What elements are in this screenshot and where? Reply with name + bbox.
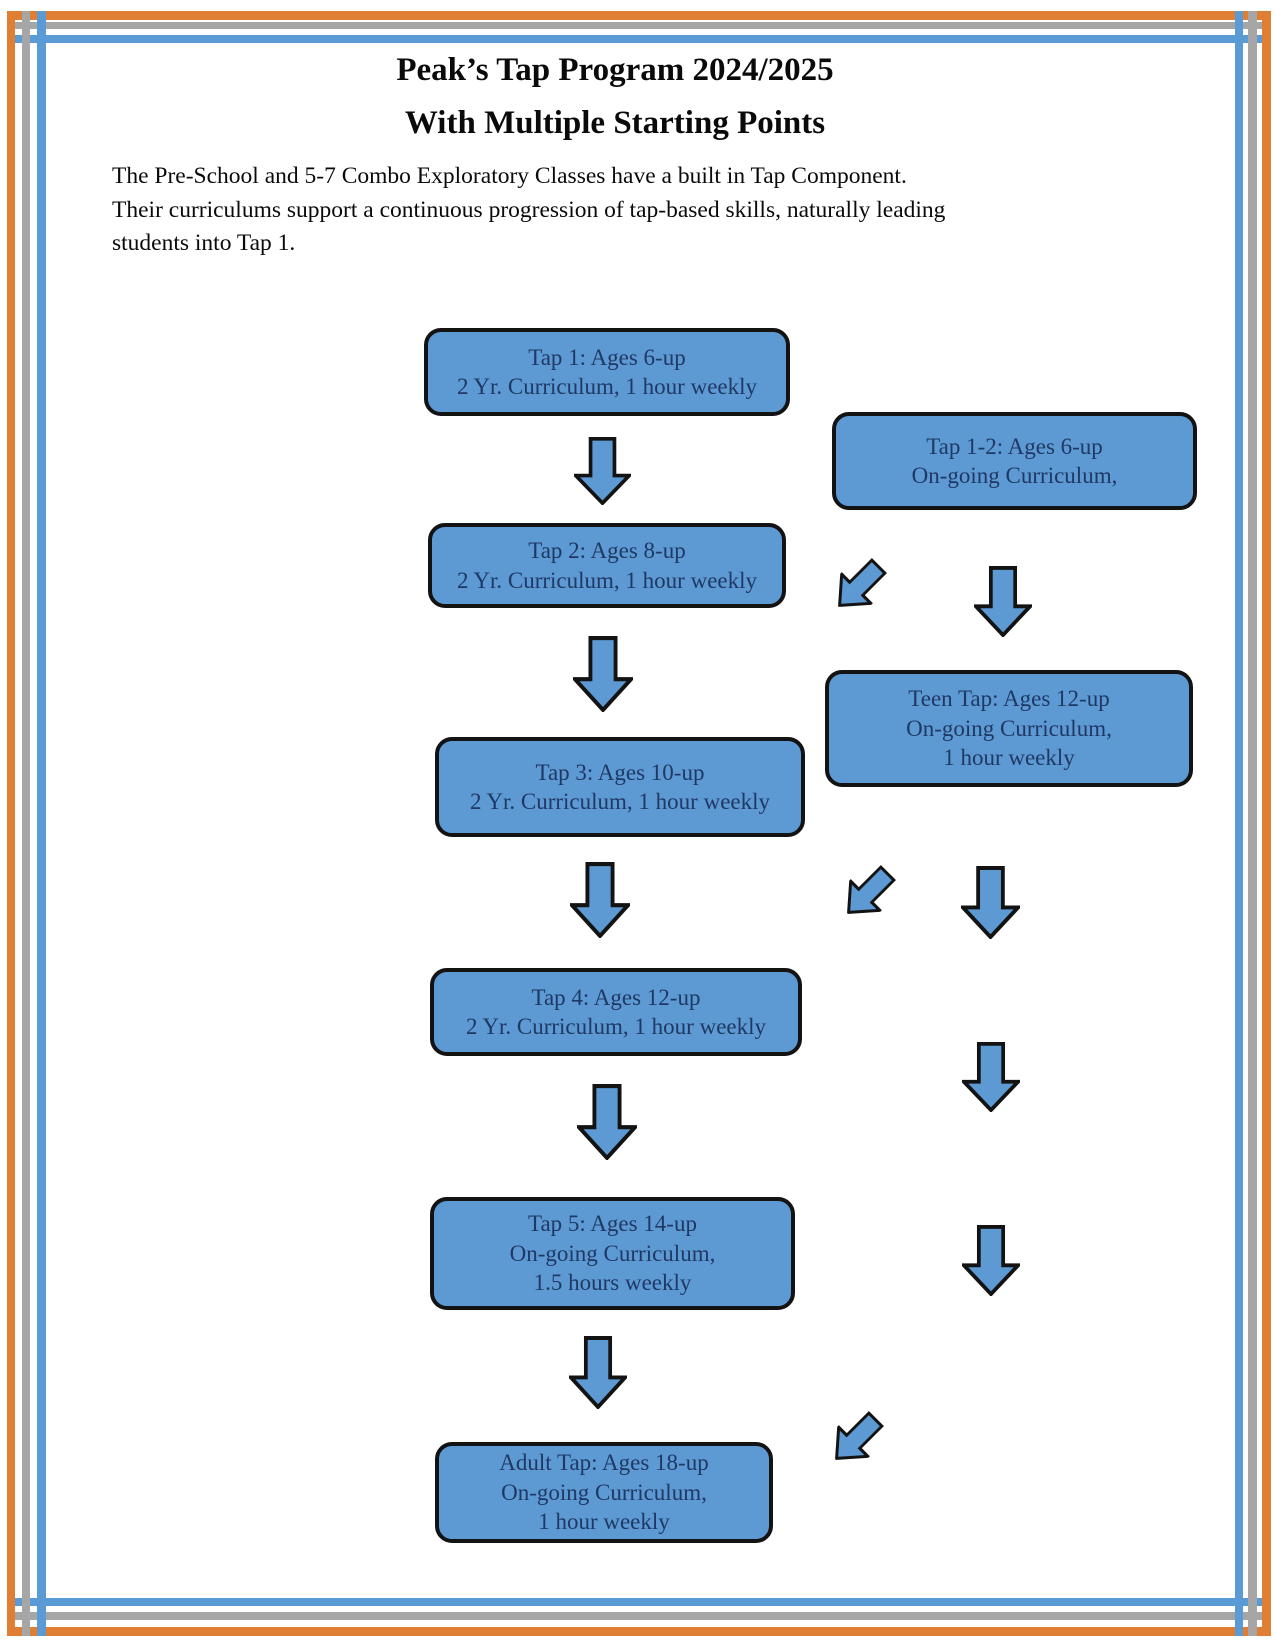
border-right-orange	[1262, 11, 1271, 1636]
intro-line: The Pre-School and 5-7 Combo Exploratory…	[112, 163, 907, 189]
border-bottom-blue	[7, 1598, 1271, 1606]
down-arrow	[974, 566, 1032, 637]
border-top-orange	[7, 11, 1271, 20]
border-top-gray	[7, 22, 1271, 29]
intro-line: students into Tap 1.	[112, 230, 296, 256]
flow-box-tap-2: Tap 2: Ages 8-up 2 Yr. Curriculum, 1 hou…	[428, 523, 786, 608]
flow-box-teen-tap: Teen Tap: Ages 12-up On-going Curriculum…	[825, 670, 1193, 787]
box-text-line: Tap 3: Ages 10-up	[535, 759, 705, 785]
box-text-line: Adult Tap: Ages 18-up	[499, 1450, 709, 1476]
border-right-blue	[1235, 11, 1243, 1636]
box-text-line: 2 Yr. Curriculum, 1 hour weekly	[465, 1014, 766, 1039]
down-arrow	[570, 862, 630, 938]
intro-paragraph: The Pre-School and 5-7 Combo Exploratory…	[112, 160, 945, 261]
box-text-line: On-going Curriculum,	[509, 1240, 716, 1266]
box-text-line: 1 hour weekly	[538, 1509, 670, 1535]
box-text-line: On-going Curriculum,	[906, 715, 1112, 741]
diagonal-down-left-arrow	[832, 857, 904, 929]
down-arrow	[574, 437, 631, 505]
down-arrow	[569, 1336, 627, 1409]
box-text-line: Tap 1-2: Ages 6-up	[926, 433, 1103, 459]
box-text-line: Teen Tap: Ages 12-up	[908, 686, 1110, 712]
box-text-line: Tap 5: Ages 14-up	[528, 1211, 697, 1237]
border-left-blue	[37, 11, 46, 1636]
border-left-orange	[7, 11, 15, 1636]
down-arrow	[962, 1042, 1020, 1112]
flow-box-tap-1-2: Tap 1-2: Ages 6-up On-going Curriculum,	[832, 412, 1197, 510]
page-title: Peak’s Tap Program 2024/2025 With Multip…	[48, 44, 1182, 150]
border-right-gray	[1248, 11, 1257, 1636]
box-text-line: 2 Yr. Curriculum, 1 hour weekly	[469, 789, 770, 814]
flow-box-adult-tap: Adult Tap: Ages 18-up On-going Curriculu…	[435, 1442, 773, 1543]
flow-box-tap-3: Tap 3: Ages 10-up 2 Yr. Curriculum, 1 ho…	[435, 737, 805, 837]
flow-box-tap-5: Tap 5: Ages 14-up On-going Curriculum, 1…	[430, 1197, 795, 1310]
border-left-gray	[22, 11, 30, 1636]
down-arrow	[962, 1225, 1020, 1296]
box-text-line: Tap 2: Ages 8-up	[528, 538, 686, 563]
page-title-line-2: With Multiple Starting Points	[404, 105, 826, 141]
box-text-line: Tap 1: Ages 6-up	[528, 344, 686, 370]
box-text-line: 2 Yr. Curriculum, 1 hour weekly	[456, 374, 757, 399]
down-arrow	[573, 636, 633, 712]
page-title-line-1: Peak’s Tap Program 2024/2025	[396, 52, 834, 88]
box-text-line: 1.5 hours weekly	[533, 1270, 692, 1296]
border-bottom-gray	[7, 1612, 1271, 1620]
box-text-line: 1 hour weekly	[943, 745, 1075, 771]
border-bottom-orange	[7, 1627, 1271, 1636]
flow-box-tap-4: Tap 4: Ages 12-up 2 Yr. Curriculum, 1 ho…	[430, 968, 802, 1056]
box-text-line: On-going Curriculum,	[501, 1479, 707, 1505]
down-arrow	[577, 1084, 637, 1160]
box-text-line: On-going Curriculum,	[911, 463, 1118, 488]
intro-line: Their curriculums support a continuous p…	[112, 196, 946, 223]
box-text-line: Tap 4: Ages 12-up	[531, 984, 701, 1010]
diagonal-down-left-arrow	[823, 550, 895, 622]
down-arrow	[961, 866, 1020, 939]
diagonal-down-left-arrow	[820, 1403, 892, 1475]
border-top-blue	[7, 35, 1271, 43]
flow-box-tap-1: Tap 1: Ages 6-up 2 Yr. Curriculum, 1 hou…	[424, 328, 790, 416]
box-text-line: 2 Yr. Curriculum, 1 hour weekly	[456, 567, 757, 593]
